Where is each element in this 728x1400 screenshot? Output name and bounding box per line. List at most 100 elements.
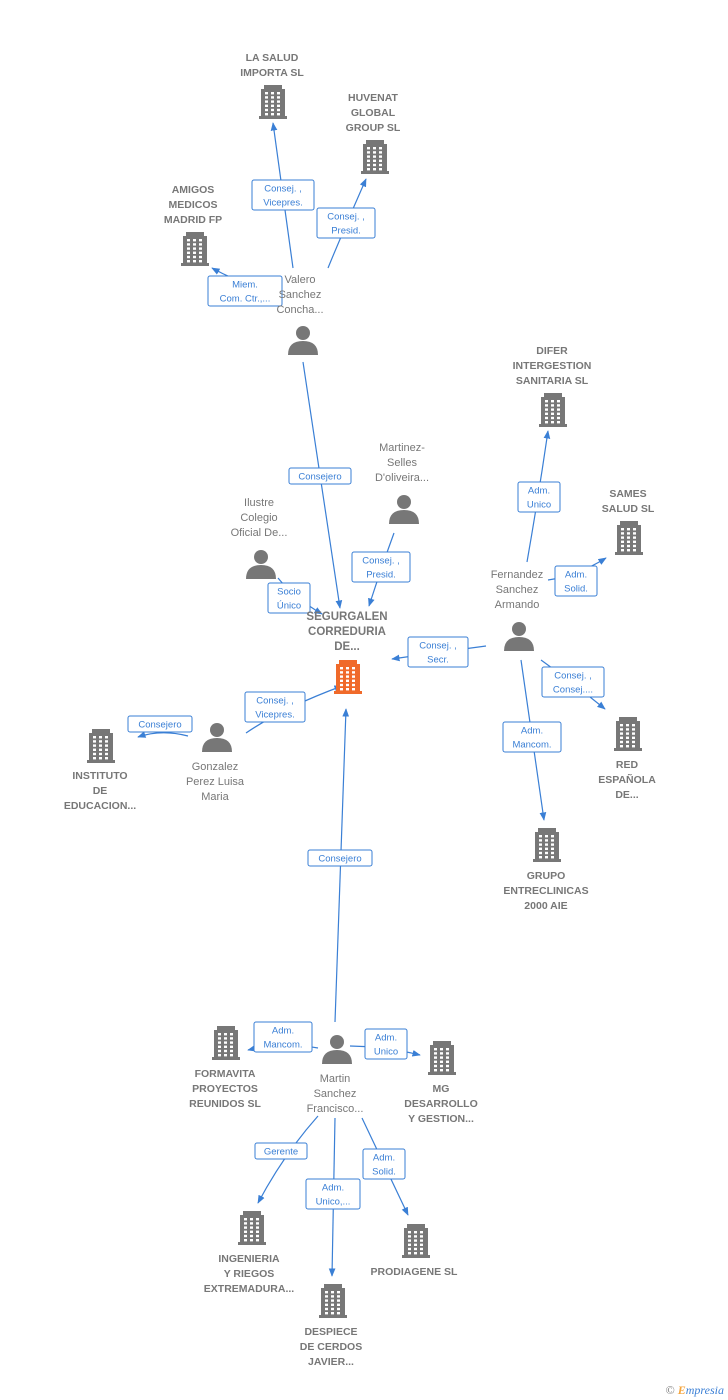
edge-label-valero-to-amigos[interactable]: Miem.Com. Ctr.,... [207,275,283,307]
node-label-line: AMIGOS [172,184,215,196]
edge-label-text: Solid. [372,1167,396,1178]
footer-brand: © Empresia [666,1383,724,1398]
node-label-line: Martinez- [379,442,425,454]
node-red[interactable]: RED ESPAÑOLA DE... [598,717,656,801]
brand-name: mpresia [685,1383,724,1397]
edge-label-gonzalez-to-segurgalen[interactable]: Consej. ,Vicepres. [244,691,306,723]
node-segurgalen[interactable]: SEGURGALENCORREDURIADE... [306,611,388,694]
building-icon [361,140,389,174]
person-icon [389,495,419,524]
node-label-line: Y GESTION... [408,1113,474,1125]
node-label-line: RED [616,759,639,771]
edge-label-text: Presid. [366,570,396,581]
edge-label-text: Mancom. [512,740,551,751]
node-prodiagene[interactable]: PRODIAGENE SL [371,1224,459,1278]
node-martin[interactable]: MartinSanchezFrancisco... [307,1035,364,1115]
node-label-line: ESPAÑOLA [598,773,656,786]
edge-label-valero-to-huvenat[interactable]: Consej. ,Presid. [316,207,376,239]
person-icon [202,723,232,752]
edge-label-valero-to-segurgalen[interactable]: Consejero [288,467,352,485]
building-icon [238,1211,266,1245]
edge-label-martin-to-mg[interactable]: Adm. Unico [364,1028,408,1060]
node-label-line: DESPIECE [304,1326,357,1338]
edge-label-text: Único [277,601,301,612]
node-label-line: Fernandez [491,569,544,581]
edge-label-martin-to-segurgalen[interactable]: Consejero [307,849,373,867]
edge-label-martin-to-formavita[interactable]: Adm.Mancom. [253,1021,313,1053]
node-label-line: Valero [285,274,316,286]
node-label-line: Gonzalez [192,761,238,773]
node-label-line: EDUCACION... [64,800,136,812]
node-label-line: REUNIDOS SL [189,1098,261,1110]
edge-label-martin-to-despiece[interactable]: Adm.Unico,... [305,1178,361,1210]
edge-label-martinez-to-segurgalen[interactable]: Consej. ,Presid. [351,551,411,583]
edge-label-text: Adm. [565,570,587,581]
edge-label-text: Vicepres. [255,710,294,721]
edge-label-fernandez-to-sames[interactable]: Adm.Solid. [554,565,598,597]
edge-label-fernandez-to-segurgalen[interactable]: Consej. ,Secr. [407,636,469,668]
node-valero[interactable]: ValeroSanchezConcha... [276,274,324,355]
edge-label-gonzalez-to-instituto[interactable]: Consejero [127,715,193,733]
edge-label-text: Secr. [427,655,449,666]
copyright-symbol: © [665,1383,675,1397]
node-martinez[interactable]: Martinez-SellesD'oliveira... [375,442,429,524]
node-mg[interactable]: MG DESARROLLO Y GESTION... [404,1041,478,1125]
edge-label-valero-to-la-salud[interactable]: Consej. ,Vicepres. [251,179,315,211]
edge-label-fernandez-to-red[interactable]: Consej. ,Consej.... [541,666,605,698]
node-label-line: MADRID FP [164,214,222,226]
node-la-salud[interactable]: LA SALUD IMPORTA SL [240,52,304,119]
node-label-line: ENTRECLINICAS [503,885,588,897]
node-label-line: DIFER [536,345,568,357]
node-label-line: Armando [495,599,540,611]
person-icon [322,1035,352,1064]
node-label-line: Sanchez [279,289,322,301]
node-label-line: EXTREMADURA... [204,1283,295,1295]
building-icon [319,1284,347,1318]
node-label-line: DE... [615,789,638,801]
edge-label-text: Consej. , [264,184,302,195]
edge-label-text: Presid. [331,226,361,237]
edge-label-martin-to-prodiagene[interactable]: Adm.Solid. [362,1148,406,1180]
edge-label-text: Consejero [298,472,341,483]
node-label-line: DESARROLLO [404,1098,478,1110]
node-label-line: SAMES [609,488,646,500]
edge-label-text: Adm. [375,1033,397,1044]
building-icon [212,1026,240,1060]
node-label-line: MG [433,1083,450,1095]
node-label-line: LA SALUD [246,52,299,64]
edge-label-fernandez-to-difer[interactable]: Adm.Unico [517,481,561,513]
node-label-line: Maria [201,791,229,803]
node-label-line: 2000 AIE [524,900,567,912]
node-label-line: Sanchez [496,584,539,596]
node-label-line: DE [93,785,108,797]
node-label-line: Selles [387,457,417,469]
node-label-line: Francisco... [307,1103,364,1115]
edge-label-fernandez-to-grupo[interactable]: Adm.Mancom. [502,721,562,753]
building-icon [533,828,561,862]
edge-label-martin-to-ingenieria[interactable]: Gerente [254,1142,308,1160]
node-label-line: IMPORTA SL [240,67,304,79]
edge-label-text: Unico [374,1047,398,1058]
node-label-line: Perez Luisa [186,776,245,788]
person-icon [246,550,276,579]
building-icon [87,729,115,763]
edge-label-text: Consejero [138,720,181,731]
node-instituto[interactable]: INSTITUTODEEDUCACION... [64,729,136,812]
node-label-line: Oficial De... [231,527,288,539]
edge-label-text: Unico,... [316,1197,351,1208]
node-label-line: HUVENAT [348,92,399,104]
edge-valero-to-segurgalen [302,361,343,609]
